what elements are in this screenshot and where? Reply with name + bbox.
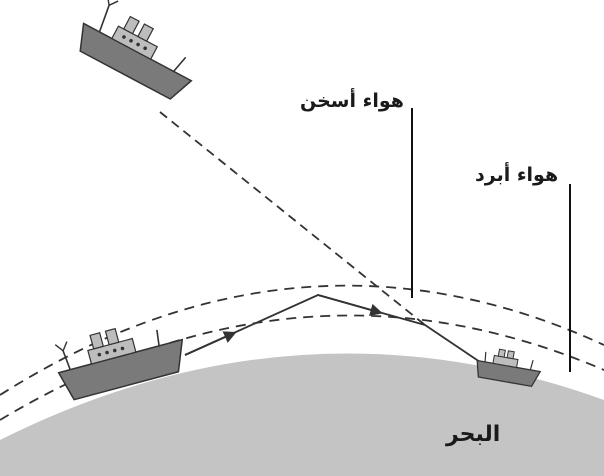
mirage-ship-icon [79, 0, 193, 100]
sea-surface [0, 353, 604, 476]
light-ray-path [184, 294, 481, 363]
cool-air-label: هواء أبرد [475, 164, 559, 186]
sea-label: البحر [446, 422, 501, 447]
apparent-sight-line [159, 111, 426, 326]
light-ray-arrow-1 [184, 331, 237, 356]
observer-ship-icon [54, 327, 184, 401]
light-ray-arrow-2 [317, 294, 383, 317]
warm-air-label: هواء أسخن [300, 90, 404, 112]
real-ship-icon [476, 348, 542, 388]
